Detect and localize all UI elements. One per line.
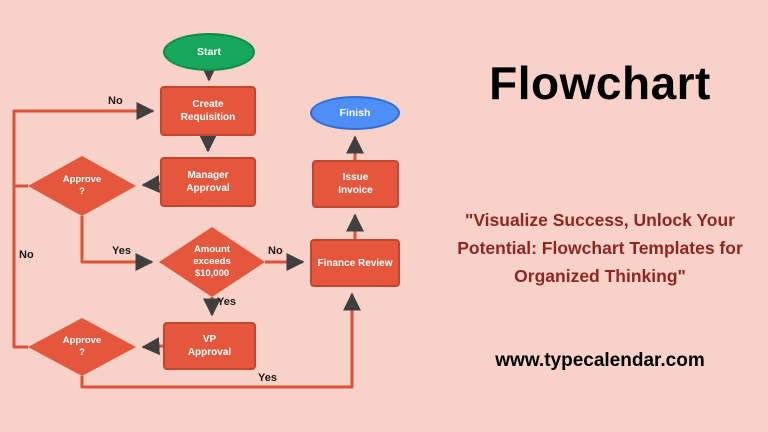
edge-label-no-left: No — [19, 249, 34, 261]
manager-approval-label: Manager Approval — [186, 170, 230, 194]
finish-node-label: Finish — [339, 107, 371, 119]
edge-approve-yes-to-finance — [80, 292, 361, 389]
issue-invoice-node: Issue Invoice — [312, 160, 399, 208]
issue-invoice-label: Issue Invoice — [338, 172, 373, 196]
manager-approval-node: Manager Approval — [160, 157, 256, 207]
quote-text: "Visualize Success, Unlock Your Potentia… — [457, 210, 743, 286]
edge-label-yes-to-vp: Yes — [217, 296, 236, 308]
text-panel: Flowchart "Visualize Success, Unlock You… — [432, 0, 768, 432]
page-title: Flowchart — [489, 57, 711, 109]
manager-approve-decision-label: Approve ? — [62, 174, 102, 197]
edge-label-yes-to-amount: Yes — [112, 245, 131, 257]
edge-no-loop-to-create — [12, 102, 155, 349]
vp-approval-label: VP Approval — [187, 334, 232, 358]
website-text: www.typecalendar.com — [495, 350, 705, 371]
amount-exceeds-decision-label: Amount exceeds $10,000 — [193, 244, 231, 279]
edge-approve-yes-to-amount — [80, 216, 154, 271]
start-node: Start — [163, 33, 255, 71]
finish-node: Finish — [310, 96, 400, 130]
vp-approve-decision-label: Approve ? — [62, 335, 102, 358]
finance-review-label: Finance Review — [317, 257, 393, 269]
edge-label-no-top: No — [108, 95, 123, 107]
start-node-label: Start — [197, 46, 221, 58]
finance-review-node: Finance Review — [310, 239, 400, 287]
edge-label-no-to-finance: No — [268, 245, 283, 257]
edge-vp-to-approve — [141, 337, 164, 356]
flowchart-edges — [12, 63, 364, 389]
edge-label-yes-to-finance: Yes — [258, 372, 277, 384]
create-requisition-node: Create Requisition — [160, 86, 256, 136]
vp-approval-node: VP Approval — [163, 322, 256, 370]
create-requisition-label: Create Requisition — [180, 99, 236, 123]
edge-manager-to-approve — [141, 175, 161, 194]
